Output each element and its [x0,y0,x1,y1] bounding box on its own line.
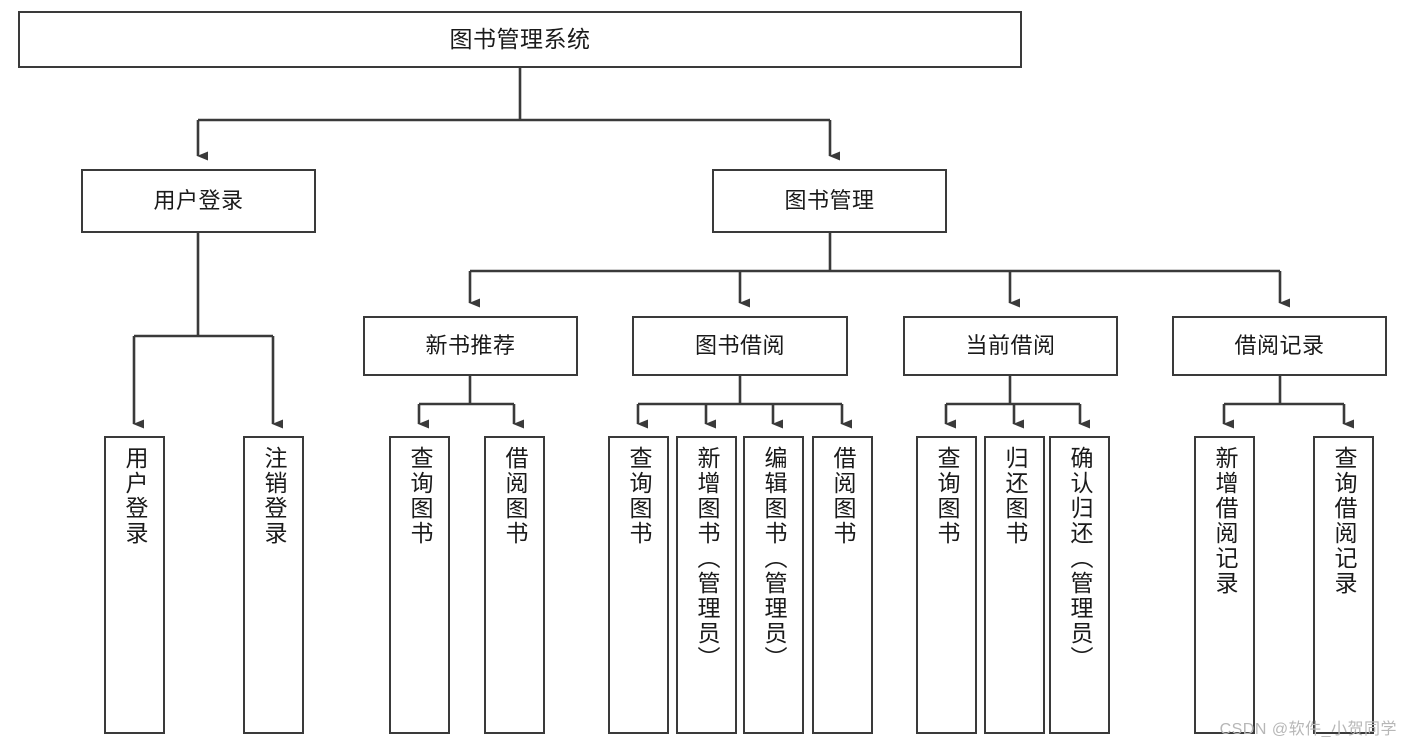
node-leaf-book-borrow-query[interactable]: 查询图书 [608,436,669,734]
node-leaf-current-borrow-query-label: 查询图书 [934,446,960,546]
node-book-management-label: 图书管理 [784,188,875,214]
node-book-borrow[interactable]: 图书借阅 [632,316,848,376]
watermark-text: CSDN @软件_小贺同学 [1219,721,1397,738]
node-new-book-recommend[interactable]: 新书推荐 [363,316,578,376]
node-leaf-borrow-record-add[interactable]: 新增借阅记录 [1194,436,1255,734]
node-leaf-borrow-record-add-label: 新增借阅记录 [1212,446,1238,596]
node-leaf-book-borrow-borrow-label: 借阅图书 [830,446,856,546]
node-current-borrow[interactable]: 当前借阅 [903,316,1118,376]
node-leaf-book-borrow-edit-label: 编辑图书（管理员） [761,446,787,671]
node-leaf-new-book-borrow[interactable]: 借阅图书 [484,436,545,734]
node-book-borrow-label: 图书借阅 [694,333,785,359]
node-leaf-new-book-query-label: 查询图书 [407,446,433,546]
node-leaf-current-borrow-return-label: 归还图书 [1002,446,1028,546]
node-leaf-user-login-login-label: 用户登录 [122,446,148,546]
node-leaf-user-login-login[interactable]: 用户登录 [104,436,165,734]
node-leaf-current-borrow-confirm-return[interactable]: 确认归还（管理员） [1049,436,1110,734]
node-book-management[interactable]: 图书管理 [712,169,947,233]
node-leaf-book-borrow-add[interactable]: 新增图书（管理员） [676,436,737,734]
node-leaf-book-borrow-query-label: 查询图书 [626,446,652,546]
node-leaf-borrow-record-query-label: 查询借阅记录 [1331,446,1357,596]
node-leaf-book-borrow-borrow[interactable]: 借阅图书 [812,436,873,734]
node-current-borrow-label: 当前借阅 [965,333,1056,359]
node-leaf-current-borrow-query[interactable]: 查询图书 [916,436,977,734]
node-leaf-new-book-query[interactable]: 查询图书 [389,436,450,734]
node-leaf-book-borrow-add-label: 新增图书（管理员） [694,446,720,671]
node-leaf-current-borrow-return[interactable]: 归还图书 [984,436,1045,734]
node-user-login[interactable]: 用户登录 [81,169,316,233]
node-borrow-record-label: 借阅记录 [1234,333,1325,359]
node-root-system[interactable]: 图书管理系统 [18,11,1022,68]
node-leaf-user-login-logout-label: 注销登录 [261,446,287,546]
node-leaf-new-book-borrow-label: 借阅图书 [502,446,528,546]
node-user-login-label: 用户登录 [153,188,244,214]
node-leaf-borrow-record-query[interactable]: 查询借阅记录 [1313,436,1374,734]
node-leaf-current-borrow-confirm-return-label: 确认归还（管理员） [1067,446,1093,671]
node-leaf-book-borrow-edit[interactable]: 编辑图书（管理员） [743,436,804,734]
node-leaf-user-login-logout[interactable]: 注销登录 [243,436,304,734]
node-new-book-recommend-label: 新书推荐 [425,333,516,359]
node-root-system-label: 图书管理系统 [449,25,591,52]
node-borrow-record[interactable]: 借阅记录 [1172,316,1387,376]
